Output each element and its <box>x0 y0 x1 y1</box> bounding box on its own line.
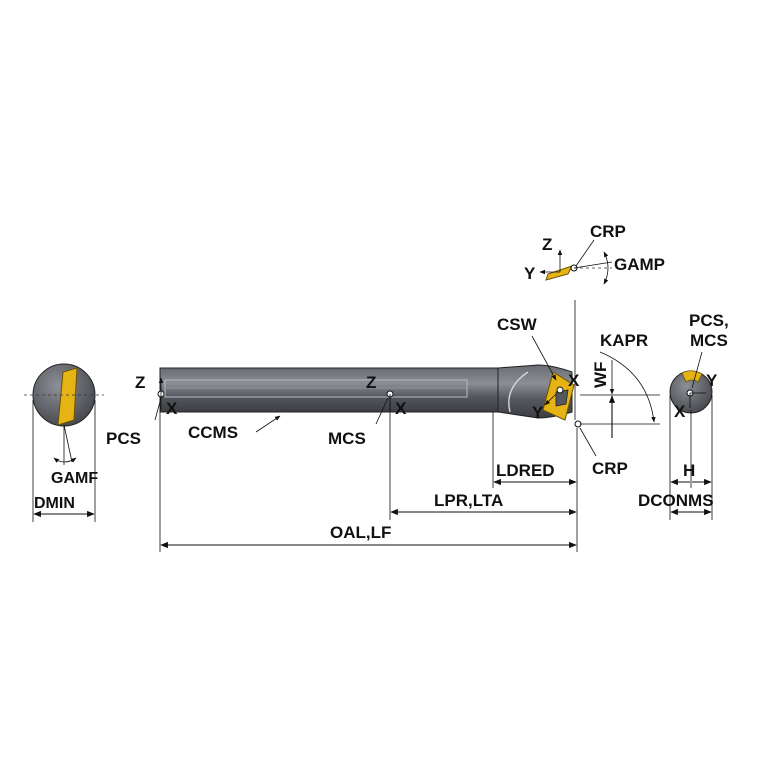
csw-leader <box>531 335 557 381</box>
y-label-end: Y <box>706 371 718 390</box>
coolant-channel <box>164 379 468 398</box>
ldred-label: LDRED <box>496 461 555 480</box>
x-label-head: X <box>568 371 580 390</box>
head-y-axis <box>544 393 557 406</box>
gamf-angle-line <box>63 424 73 463</box>
shank-body <box>159 367 501 413</box>
crp-label-top: CRP <box>590 222 626 241</box>
dmin-label: DMIN <box>34 495 75 512</box>
ccms-leader <box>255 415 281 433</box>
gamf-label: GAMF <box>51 470 98 487</box>
x-label-end: X <box>674 402 686 421</box>
wf-label: WF <box>591 362 610 388</box>
gamp-angle-line <box>573 261 613 269</box>
mcs-leader <box>375 397 389 425</box>
right-end-insert <box>681 370 703 383</box>
left-end-view: GAMF DMIN <box>24 363 104 522</box>
pcs-mcs-label-line2: MCS <box>690 331 728 350</box>
y-label-head: Y <box>532 403 544 422</box>
dconms-label: DCONMS <box>638 491 714 510</box>
ccms-label: CCMS <box>188 423 238 442</box>
x-label-left: X <box>166 399 178 418</box>
y-label-top: Y <box>524 264 536 283</box>
z-label-left: Z <box>135 373 145 392</box>
mcs-label: MCS <box>328 429 366 448</box>
kapr-label: KAPR <box>600 331 648 350</box>
insert-top-view: Z Y CRP GAMP <box>524 222 665 285</box>
pcs-label: PCS <box>106 429 141 448</box>
gamp-label: GAMP <box>614 255 665 274</box>
z-label-mid: Z <box>366 373 376 392</box>
csw-label: CSW <box>497 315 538 334</box>
boring-bar-side-view: Z X PCS CCMS Z X MCS X Y CRP <box>106 364 628 478</box>
length-dimensions: OAL,LF LPR,LTA LDRED <box>159 398 578 552</box>
head-origin-point <box>556 386 564 394</box>
lpr-lta-label: LPR,LTA <box>434 491 503 510</box>
crp-leader-bottom <box>579 427 597 457</box>
h-label: H <box>683 461 695 480</box>
head-highlight <box>508 371 529 413</box>
crp-label-bottom: CRP <box>592 459 628 478</box>
x-label-mid: X <box>395 399 407 418</box>
gamp-arc <box>603 251 609 285</box>
right-end-view: Y X PCS, MCS H DCONMS <box>638 311 729 520</box>
cutting-geometry: CSW KAPR WF <box>497 300 660 438</box>
oal-lf-label: OAL,LF <box>330 523 391 542</box>
pcs-mcs-label-line1: PCS, <box>689 311 729 330</box>
top-insert-body <box>545 265 573 281</box>
crp-leader-top <box>575 239 595 267</box>
gamf-arc <box>53 457 77 463</box>
pcs-mcs-leader <box>691 351 703 389</box>
left-end-insert <box>57 367 78 426</box>
pcs-leader <box>154 397 162 421</box>
z-label-top: Z <box>542 235 552 254</box>
kapr-arc <box>599 351 656 423</box>
insert-screw <box>555 389 569 407</box>
